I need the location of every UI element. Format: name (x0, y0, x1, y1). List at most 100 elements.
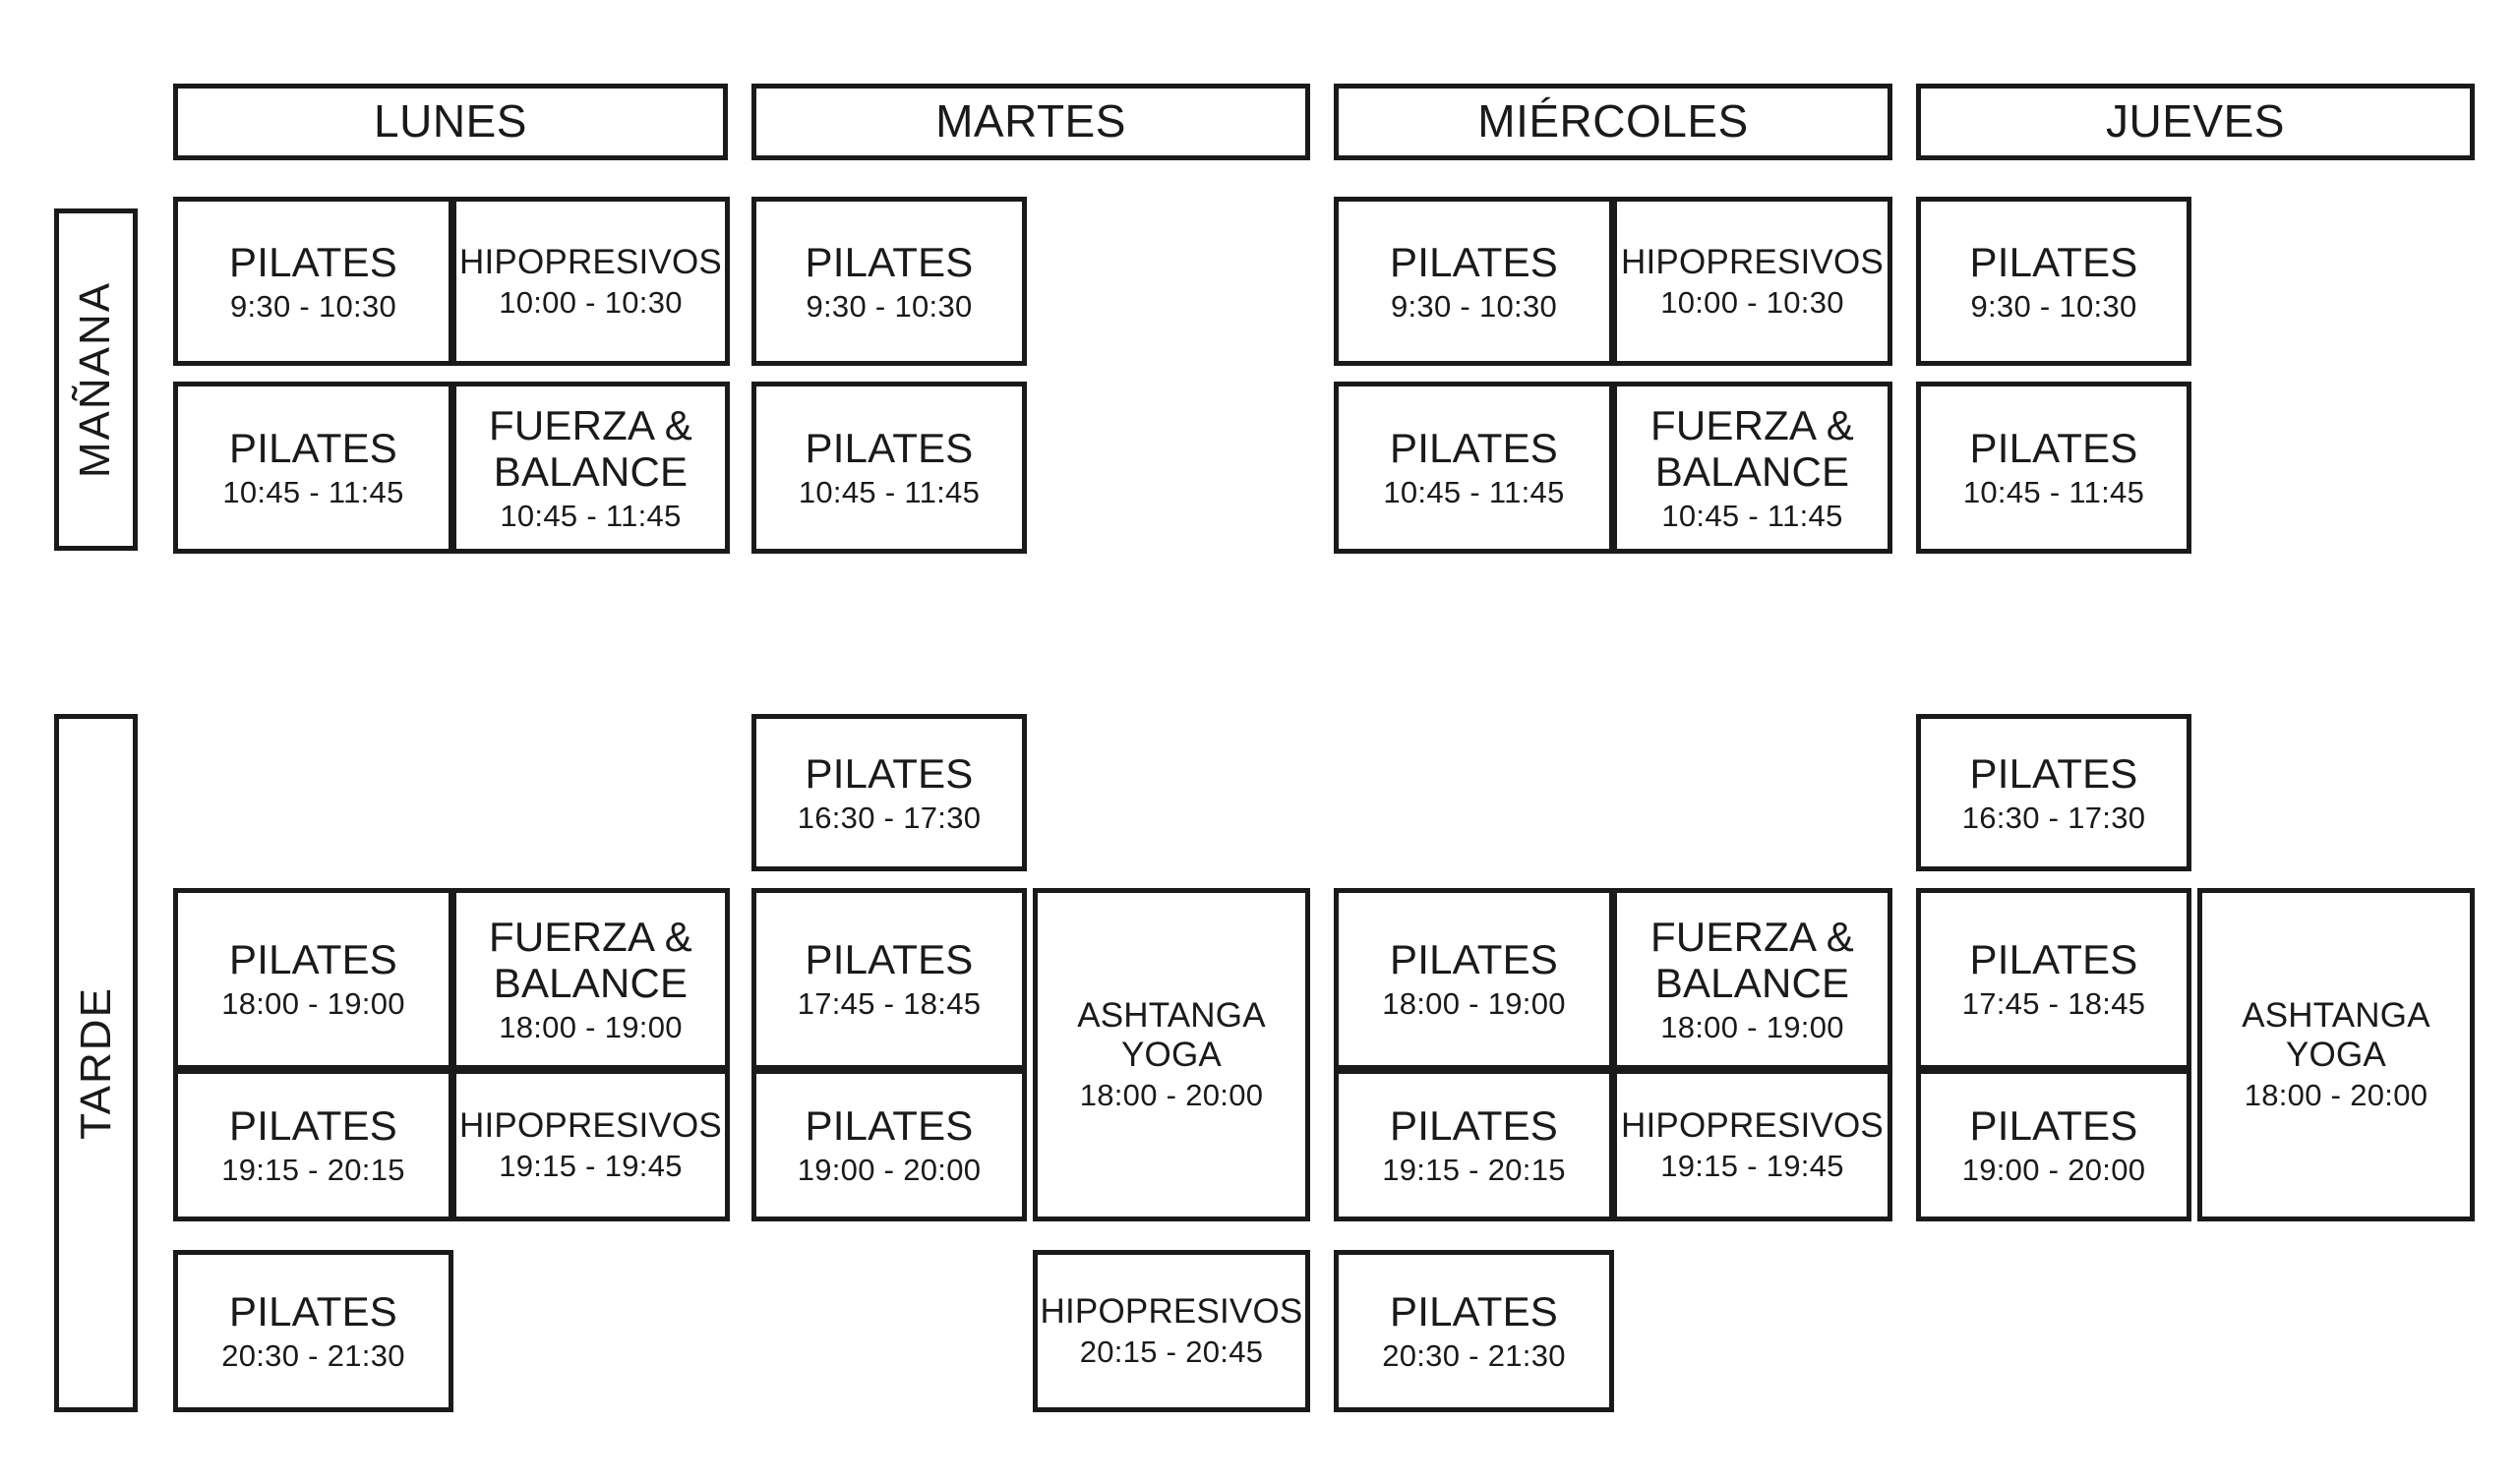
class-name: PILATES (1389, 425, 1559, 472)
class-time: 20:30 - 21:30 (1382, 1338, 1566, 1374)
class-name: HIPOPRESIVOS (1621, 242, 1884, 281)
class-name: FUERZA & BALANCE (1650, 913, 1854, 1006)
day-header-miercoles[interactable]: MIÉRCOLES (1334, 84, 1892, 160)
class-card[interactable]: PILATES 20:30 - 21:30 (173, 1250, 453, 1412)
class-card[interactable]: PILATES 18:00 - 19:00 (1334, 888, 1614, 1070)
class-time: 18:00 - 19:00 (1660, 1009, 1844, 1044)
class-card[interactable]: HIPOPRESIVOS 10:00 - 10:30 (1612, 197, 1892, 366)
class-time: 20:15 - 20:45 (1079, 1335, 1264, 1370)
class-time: 17:45 - 18:45 (1961, 986, 2146, 1022)
class-name: PILATES (1969, 936, 2138, 983)
class-card[interactable]: ASHTANGA YOGA 18:00 - 20:00 (2197, 888, 2475, 1221)
class-card[interactable]: HIPOPRESIVOS 10:00 - 10:30 (451, 197, 730, 366)
day-header-label: JUEVES (2106, 95, 2285, 148)
class-card[interactable]: PILATES 10:45 - 11:45 (751, 382, 1027, 554)
class-name: HIPOPRESIVOS (459, 242, 722, 281)
class-time: 18:00 - 20:00 (1079, 1077, 1264, 1112)
class-card[interactable]: PILATES 10:45 - 11:45 (1916, 382, 2191, 554)
period-label-manana: MAÑANA (54, 208, 138, 551)
class-card[interactable]: PILATES 17:45 - 18:45 (751, 888, 1027, 1070)
class-card[interactable]: PILATES 10:45 - 11:45 (1334, 382, 1614, 554)
class-time: 19:15 - 20:15 (221, 1153, 405, 1188)
class-time: 16:30 - 17:30 (797, 800, 982, 835)
class-name: PILATES (1969, 238, 2138, 285)
period-label-text: MAÑANA (71, 280, 120, 479)
class-card[interactable]: HIPOPRESIVOS 19:15 - 19:45 (451, 1069, 730, 1221)
class-name: PILATES (228, 1288, 398, 1336)
class-card[interactable]: HIPOPRESIVOS 20:15 - 20:45 (1033, 1250, 1310, 1412)
class-name: FUERZA & BALANCE (489, 401, 692, 495)
class-card[interactable]: PILATES 19:15 - 20:15 (173, 1069, 453, 1221)
class-time: 9:30 - 10:30 (1970, 288, 2137, 324)
class-card[interactable]: PILATES 9:30 - 10:30 (751, 197, 1027, 366)
class-time: 10:45 - 11:45 (500, 498, 682, 533)
class-card[interactable]: PILATES 9:30 - 10:30 (1916, 197, 2191, 366)
class-time: 19:00 - 20:00 (797, 1153, 982, 1188)
class-card[interactable]: PILATES 10:45 - 11:45 (173, 382, 453, 554)
class-time: 18:00 - 20:00 (2244, 1077, 2428, 1112)
day-header-label: MIÉRCOLES (1477, 95, 1749, 148)
class-card[interactable]: FUERZA & BALANCE 10:45 - 11:45 (451, 382, 730, 554)
class-time: 19:00 - 20:00 (1961, 1153, 2146, 1188)
day-header-lunes[interactable]: LUNES (173, 84, 728, 160)
class-time: 9:30 - 10:30 (806, 288, 973, 324)
class-name: FUERZA & BALANCE (489, 913, 692, 1006)
class-name: PILATES (1969, 1102, 2138, 1150)
class-name: ASHTANGA YOGA (2242, 996, 2430, 1074)
class-card[interactable]: ASHTANGA YOGA 18:00 - 20:00 (1033, 888, 1310, 1221)
day-header-martes[interactable]: MARTES (751, 84, 1310, 160)
class-name: PILATES (1389, 936, 1559, 983)
class-card[interactable]: FUERZA & BALANCE 18:00 - 19:00 (1612, 888, 1892, 1070)
class-name: PILATES (1389, 1102, 1559, 1150)
day-header-label: MARTES (935, 95, 1126, 148)
class-name: FUERZA & BALANCE (1650, 401, 1854, 495)
class-card[interactable]: PILATES 17:45 - 18:45 (1916, 888, 2191, 1070)
class-card[interactable]: PILATES 19:00 - 20:00 (1916, 1069, 2191, 1221)
class-card[interactable]: FUERZA & BALANCE 18:00 - 19:00 (451, 888, 730, 1070)
class-card[interactable]: PILATES 19:15 - 20:15 (1334, 1069, 1614, 1221)
class-name: PILATES (1389, 1288, 1559, 1336)
class-time: 18:00 - 19:00 (1382, 986, 1566, 1022)
class-time: 9:30 - 10:30 (1390, 288, 1558, 324)
class-time: 10:45 - 11:45 (222, 475, 404, 510)
class-name: HIPOPRESIVOS (459, 1106, 722, 1146)
class-card[interactable]: PILATES 16:30 - 17:30 (751, 714, 1027, 871)
class-name: PILATES (1969, 749, 2138, 797)
class-card[interactable]: PILATES 9:30 - 10:30 (173, 197, 453, 366)
class-card[interactable]: PILATES 16:30 - 17:30 (1916, 714, 2191, 871)
class-name: PILATES (805, 1102, 974, 1150)
class-time: 10:45 - 11:45 (1661, 498, 1843, 533)
class-name: PILATES (1389, 238, 1559, 285)
class-name: PILATES (1969, 425, 2138, 472)
class-time: 19:15 - 20:15 (1382, 1153, 1566, 1188)
class-time: 17:45 - 18:45 (797, 986, 982, 1022)
day-header-jueves[interactable]: JUEVES (1916, 84, 2475, 160)
class-card[interactable]: PILATES 9:30 - 10:30 (1334, 197, 1614, 366)
class-time: 10:45 - 11:45 (798, 475, 981, 510)
class-time: 9:30 - 10:30 (229, 288, 397, 324)
class-card[interactable]: FUERZA & BALANCE 10:45 - 11:45 (1612, 382, 1892, 554)
class-time: 18:00 - 19:00 (499, 1009, 683, 1044)
class-name: PILATES (805, 749, 974, 797)
class-name: PILATES (228, 1102, 398, 1150)
period-label-text: TARDE (71, 986, 120, 1140)
class-name: PILATES (228, 425, 398, 472)
class-card[interactable]: PILATES 18:00 - 19:00 (173, 888, 453, 1070)
class-name: PILATES (228, 238, 398, 285)
class-time: 19:15 - 19:45 (1660, 1149, 1844, 1184)
class-card[interactable]: HIPOPRESIVOS 19:15 - 19:45 (1612, 1069, 1892, 1221)
class-name: HIPOPRESIVOS (1040, 1292, 1303, 1332)
class-name: PILATES (805, 936, 974, 983)
class-card[interactable]: PILATES 19:00 - 20:00 (751, 1069, 1027, 1221)
class-name: ASHTANGA YOGA (1077, 996, 1266, 1074)
class-name: PILATES (228, 936, 398, 983)
class-time: 20:30 - 21:30 (221, 1338, 405, 1374)
class-name: PILATES (805, 425, 974, 472)
class-time: 16:30 - 17:30 (1961, 800, 2146, 835)
day-header-label: LUNES (374, 95, 527, 148)
class-card[interactable]: PILATES 20:30 - 21:30 (1334, 1250, 1614, 1412)
class-time: 18:00 - 19:00 (221, 986, 405, 1022)
class-time: 19:15 - 19:45 (499, 1149, 683, 1184)
class-name: PILATES (805, 238, 974, 285)
